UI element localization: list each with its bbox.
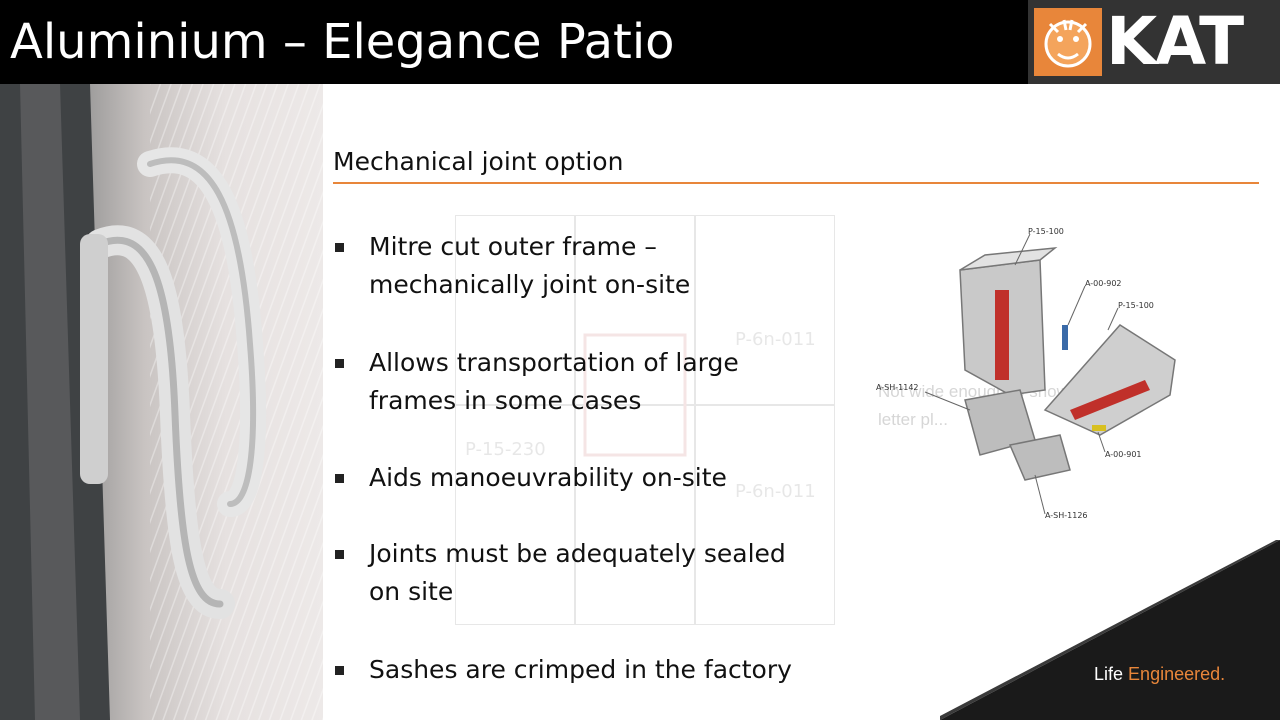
slide-title: Aluminium – Elegance Patio [10, 14, 675, 70]
kat-logo: KAT [1028, 0, 1280, 84]
bullet-square-icon [335, 474, 344, 483]
tagline-plain: Life [1094, 664, 1124, 684]
part-label: A-SH-1142 [876, 383, 919, 392]
heading-underline [333, 182, 1259, 184]
door-handle-photo [0, 84, 323, 720]
profile-vertical [959, 247, 1058, 396]
corner-triangle [940, 540, 1280, 720]
faded-label-1: P-6n-011 [735, 329, 816, 350]
bullet-text: Allows transportation of large frames in… [369, 348, 739, 415]
bullet-item: Mitre cut outer frame – mechanically joi… [333, 228, 823, 304]
bullet-text: Sashes are crimped in the factory [369, 655, 792, 684]
bullet-item: Allows transportation of large frames in… [333, 344, 823, 420]
bullet-item: Aids manoeuvrability on-site [333, 459, 823, 497]
section-heading: Mechanical joint option [333, 147, 624, 176]
brand-tagline: Life Engineered. [1094, 664, 1225, 685]
connector-pieces [964, 325, 1106, 481]
ghost-text-line: letter pl... [878, 410, 948, 429]
bullet-square-icon [335, 550, 344, 559]
faded-label-2: P-15-230 [465, 439, 546, 460]
part-label: P-15-100 [1118, 301, 1154, 310]
bullet-text: Mitre cut outer frame – mechanically joi… [369, 232, 691, 299]
part-label: A-00-902 [1085, 279, 1122, 288]
bullet-square-icon [335, 243, 344, 252]
logo-wordmark: KAT [1106, 3, 1244, 80]
part-label: P-15-100 [1028, 227, 1064, 236]
part-label: A-SH-1126 [1045, 511, 1088, 520]
bullet-text: Aids manoeuvrability on-site [369, 463, 727, 492]
bullet-square-icon [335, 359, 344, 368]
bullet-item: Sashes are crimped in the factory [333, 651, 823, 689]
profile-horizontal [1043, 324, 1176, 436]
bullet-square-icon [335, 666, 344, 675]
background-section-drawing: P-6n-011 P-15-230 P-6n-011 [455, 215, 835, 625]
faded-label-3: P-6n-011 [735, 481, 816, 502]
part-label: A-00-901 [1105, 450, 1142, 459]
tagline-accent: Engineered. [1128, 664, 1226, 684]
bullet-text: Joints must be adequately sealed on site [369, 539, 786, 606]
tiger-logo-icon [1034, 8, 1102, 76]
header-bar: Aluminium – Elegance Patio KAT [0, 0, 1280, 84]
joint-exploded-diagram: P-15-100 A-00-902 P-15-100 A-SH-1142 A-0… [876, 227, 1176, 520]
bullet-item: Joints must be adequately sealed on site [333, 535, 823, 611]
